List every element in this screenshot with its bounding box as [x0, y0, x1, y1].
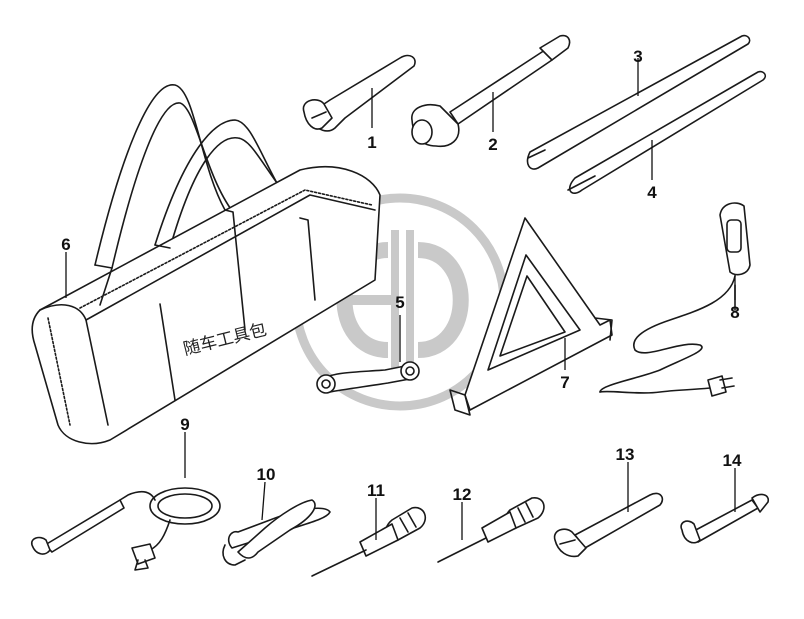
lever-bar — [526, 34, 751, 170]
label-2: 2 — [488, 135, 497, 154]
label-14: 14 — [723, 451, 742, 470]
open-end-wrench — [680, 468, 770, 544]
label-3: 3 — [633, 47, 642, 66]
inflator-hose — [30, 432, 221, 571]
box-wrench — [316, 315, 420, 394]
label-4: 4 — [647, 183, 657, 202]
label-12: 12 — [453, 485, 472, 504]
label-6: 6 — [61, 235, 70, 254]
label-11: 11 — [367, 481, 385, 500]
adjustable-wrench — [302, 54, 416, 132]
warning-triangle — [449, 217, 613, 416]
screwdriver-small — [437, 497, 545, 563]
label-7: 7 — [560, 373, 569, 392]
pliers — [222, 481, 331, 566]
label-13: 13 — [616, 445, 635, 464]
tool-bag: 随车工具包 — [31, 84, 381, 445]
inspection-lamp — [599, 202, 751, 397]
pry-bar — [567, 70, 766, 194]
label-1: 1 — [367, 133, 376, 152]
label-5: 5 — [395, 293, 404, 312]
label-8: 8 — [730, 303, 739, 322]
adjustable-wrench-small — [553, 462, 664, 558]
label-10: 10 — [257, 465, 276, 484]
screwdriver-large — [311, 498, 427, 577]
label-9: 9 — [180, 415, 189, 434]
wheel-brace — [411, 34, 571, 148]
